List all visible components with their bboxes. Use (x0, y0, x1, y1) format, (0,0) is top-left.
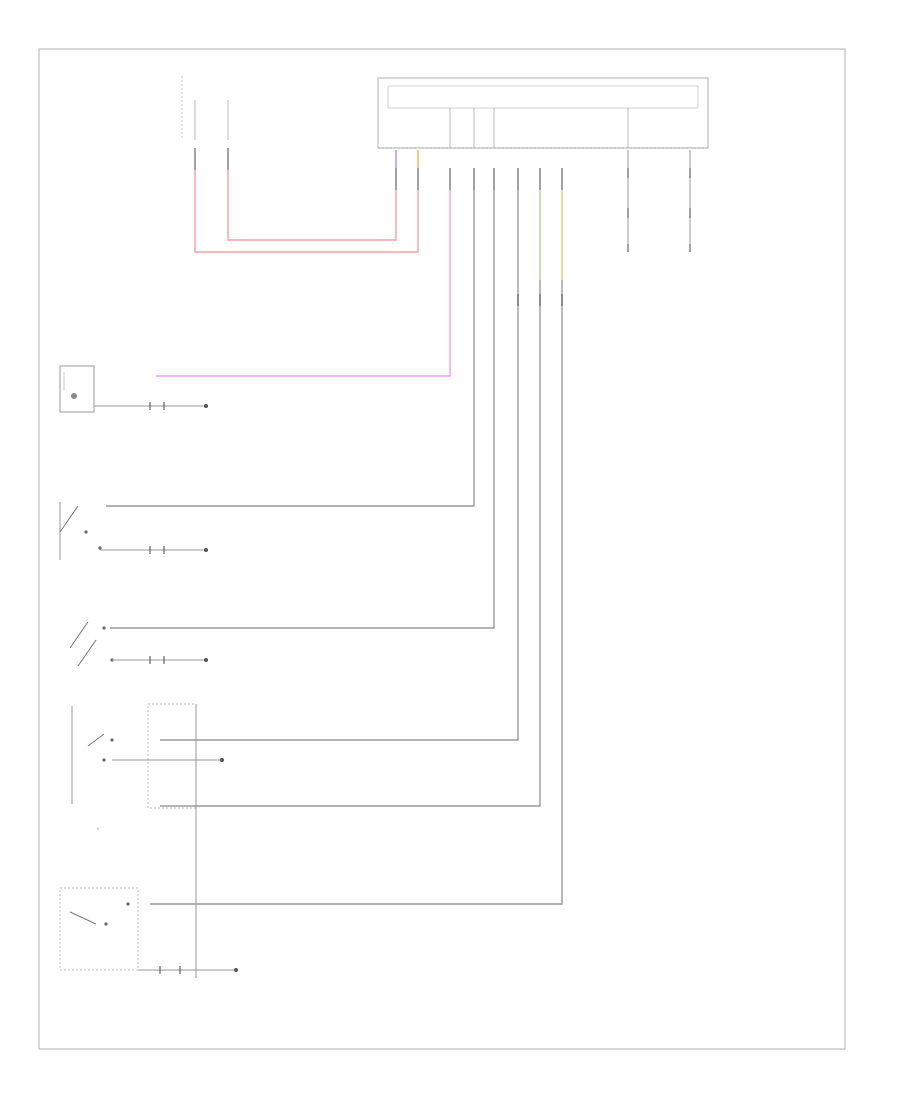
actuator-symbol: ⏚ (96, 825, 100, 831)
wire-gray-switch1 (106, 190, 475, 507)
wire-yellow-switch4-lower (150, 280, 563, 905)
control-module (377, 77, 709, 149)
switch-2 (69, 621, 208, 667)
wire-gray-switch3 (160, 190, 519, 741)
wire-red-1 (194, 170, 419, 253)
wire-green-actuator-lower (160, 280, 541, 807)
wire-violet-sensor1 (156, 190, 451, 377)
module-connectors (395, 168, 563, 190)
sensor-1 (59, 365, 208, 413)
wire-red-2 (227, 170, 397, 241)
switch-1 (59, 502, 208, 560)
diagram-frame (38, 48, 846, 1050)
wire-gray-switch2 (110, 190, 495, 629)
switch-4 (59, 887, 238, 974)
fuse-block (181, 76, 229, 140)
actuator-assembly: ⏚ (71, 703, 224, 978)
